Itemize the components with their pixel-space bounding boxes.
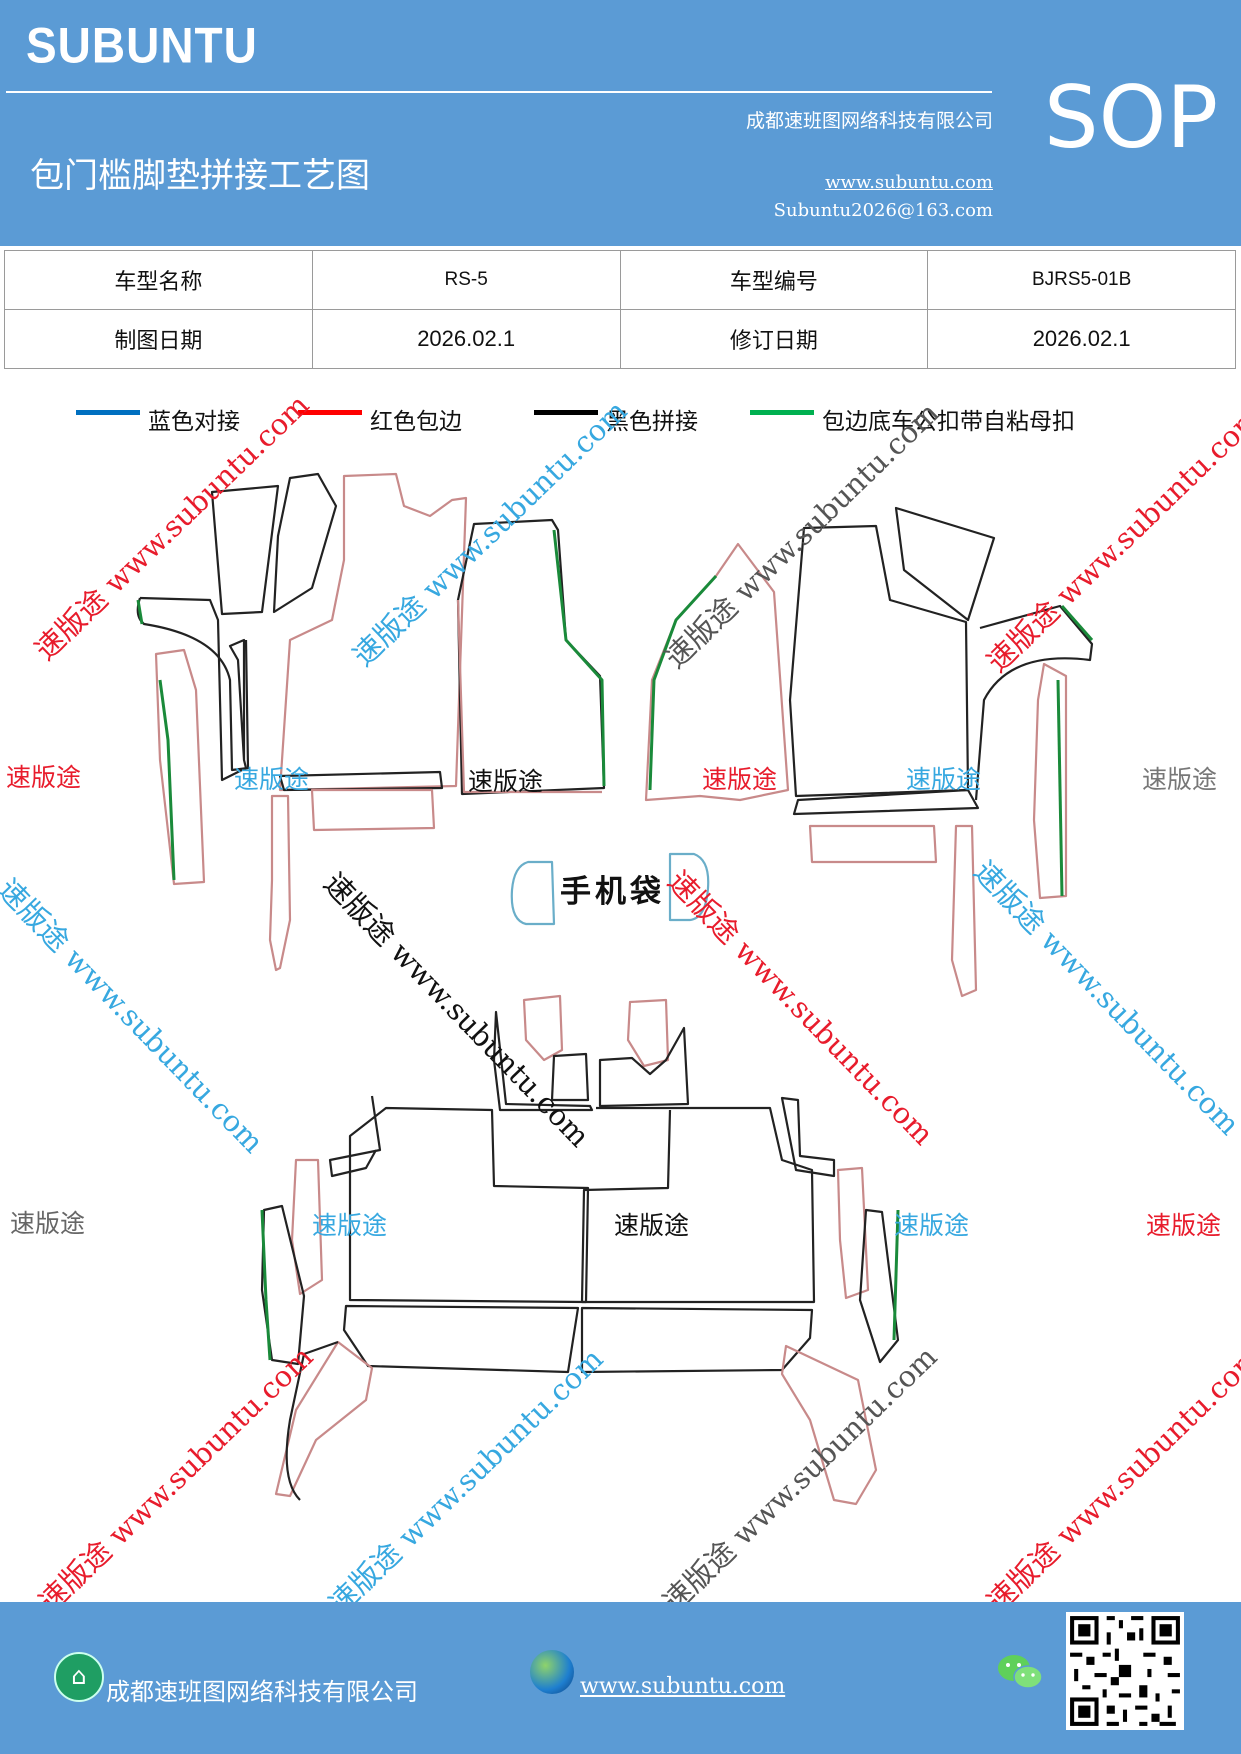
mat-piece	[136, 597, 250, 772]
wechat-icon[interactable]	[996, 1652, 1044, 1692]
mat-piece	[598, 1026, 690, 1108]
mat-seam-green	[1060, 605, 1094, 641]
globe-icon	[530, 1650, 574, 1694]
model-name-label: 车型名称	[4, 250, 313, 310]
mat-seam-green	[260, 1209, 272, 1361]
footer-company: 成都速班图网络科技有限公司	[106, 1678, 418, 1706]
mat-seam-green	[892, 1209, 900, 1341]
watermark: 速版途	[1142, 765, 1218, 794]
mat-piece	[780, 1344, 878, 1506]
mat-piece	[950, 824, 978, 998]
mat-piece	[342, 1304, 580, 1374]
legend-label: 包边底车公扣带自粘母扣	[822, 409, 1075, 435]
legend-label: 蓝色对接	[148, 409, 240, 435]
mat-piece	[836, 1166, 870, 1300]
mat-piece	[550, 1052, 590, 1102]
mat-piece	[580, 1306, 814, 1374]
mat-piece	[268, 794, 292, 972]
watermark: 速版途	[6, 763, 82, 792]
phone-pocket-right	[668, 852, 710, 922]
legend-swatch	[750, 410, 814, 415]
mat-piece	[285, 1340, 339, 1501]
watermark: 速版途	[234, 765, 310, 794]
mat-piece	[278, 472, 468, 792]
mat-layout-diagram	[136, 472, 1094, 1506]
qr-code	[1066, 1612, 1184, 1730]
header-banner: SUBUNTU 成都速班图网络科技有限公司 包门槛脚垫拼接工艺图 www.sub…	[0, 0, 1241, 246]
mat-piece	[808, 824, 938, 864]
mat-piece	[274, 1340, 374, 1498]
mat-piece	[858, 1208, 900, 1364]
model-code-label: 车型编号	[619, 250, 929, 310]
watermark: 速版途	[906, 765, 982, 794]
mat-seam-green	[136, 599, 144, 625]
phone-pocket-left	[510, 860, 556, 926]
revise-date-value: 2026.02.1	[927, 309, 1236, 369]
mat-piece	[154, 648, 206, 886]
mat-piece	[278, 770, 444, 792]
mat-piece	[210, 484, 280, 616]
mat-seam-green	[552, 529, 606, 787]
header-website-link[interactable]: www.subuntu.com	[825, 172, 993, 193]
footer-website-link[interactable]: www.subuntu.com	[580, 1674, 786, 1699]
watermark: 速版途	[1146, 1211, 1222, 1240]
mat-piece	[788, 524, 970, 798]
mat-piece	[272, 472, 338, 614]
mat-piece	[780, 1096, 836, 1178]
draw-date-value: 2026.02.1	[311, 309, 621, 369]
mat-piece	[310, 788, 436, 832]
legend-swatch	[534, 410, 598, 415]
watermark: 速版途	[614, 1211, 690, 1240]
draw-date-label: 制图日期	[4, 309, 313, 369]
mat-seam-green	[1056, 679, 1064, 897]
mat-seam-green	[158, 679, 176, 881]
mat-seam-green	[648, 574, 718, 791]
building-icon: ⌂	[54, 1652, 104, 1702]
table-row: 制图日期 2026.02.1 修订日期 2026.02.1	[4, 309, 1236, 369]
mat-piece	[894, 506, 996, 622]
legend-swatch	[76, 410, 140, 415]
mat-piece	[260, 1204, 306, 1366]
legend-label: 黑色拼接	[606, 409, 698, 435]
vehicle-info-table: 车型名称 RS-5 车型编号 BJRS5-01B 制图日期 2026.02.1 …	[4, 250, 1236, 369]
footer-banner: ⌂ 成都速班图网络科技有限公司 www.subuntu.com	[0, 1602, 1241, 1754]
mat-piece	[492, 1010, 594, 1112]
watermark: 速版途	[312, 1211, 388, 1240]
mat-piece	[1032, 662, 1068, 900]
mat-piece	[974, 604, 1094, 801]
phone-pocket-label: 手机袋	[560, 874, 665, 910]
mat-piece	[139, 596, 248, 782]
watermark: 速版途	[468, 767, 544, 796]
header-email: Subuntu2026@163.com	[773, 200, 993, 221]
mat-piece	[522, 994, 564, 1062]
watermark: 速版途	[702, 765, 778, 794]
legend-swatch	[298, 410, 362, 415]
mat-piece	[580, 1106, 816, 1304]
page-title: 包门槛脚垫拼接工艺图	[30, 156, 370, 196]
model-name-value: RS-5	[311, 250, 621, 310]
header-divider	[6, 91, 992, 93]
mat-piece	[626, 998, 670, 1068]
mat-piece	[290, 1158, 324, 1296]
doc-type-label: SOP	[1044, 68, 1219, 168]
revise-date-label: 修订日期	[619, 309, 929, 369]
mat-piece	[328, 1095, 382, 1178]
header-company: 成都速班图网络科技有限公司	[745, 110, 993, 132]
watermark: 速版途	[894, 1211, 970, 1240]
mat-piece	[792, 788, 980, 816]
brand-logo: SUBUNTU	[26, 16, 258, 74]
legend-label: 红色包边	[370, 409, 462, 435]
mat-piece	[456, 599, 602, 794]
mat-piece	[348, 1106, 590, 1304]
watermark: 速版途	[10, 1209, 86, 1238]
